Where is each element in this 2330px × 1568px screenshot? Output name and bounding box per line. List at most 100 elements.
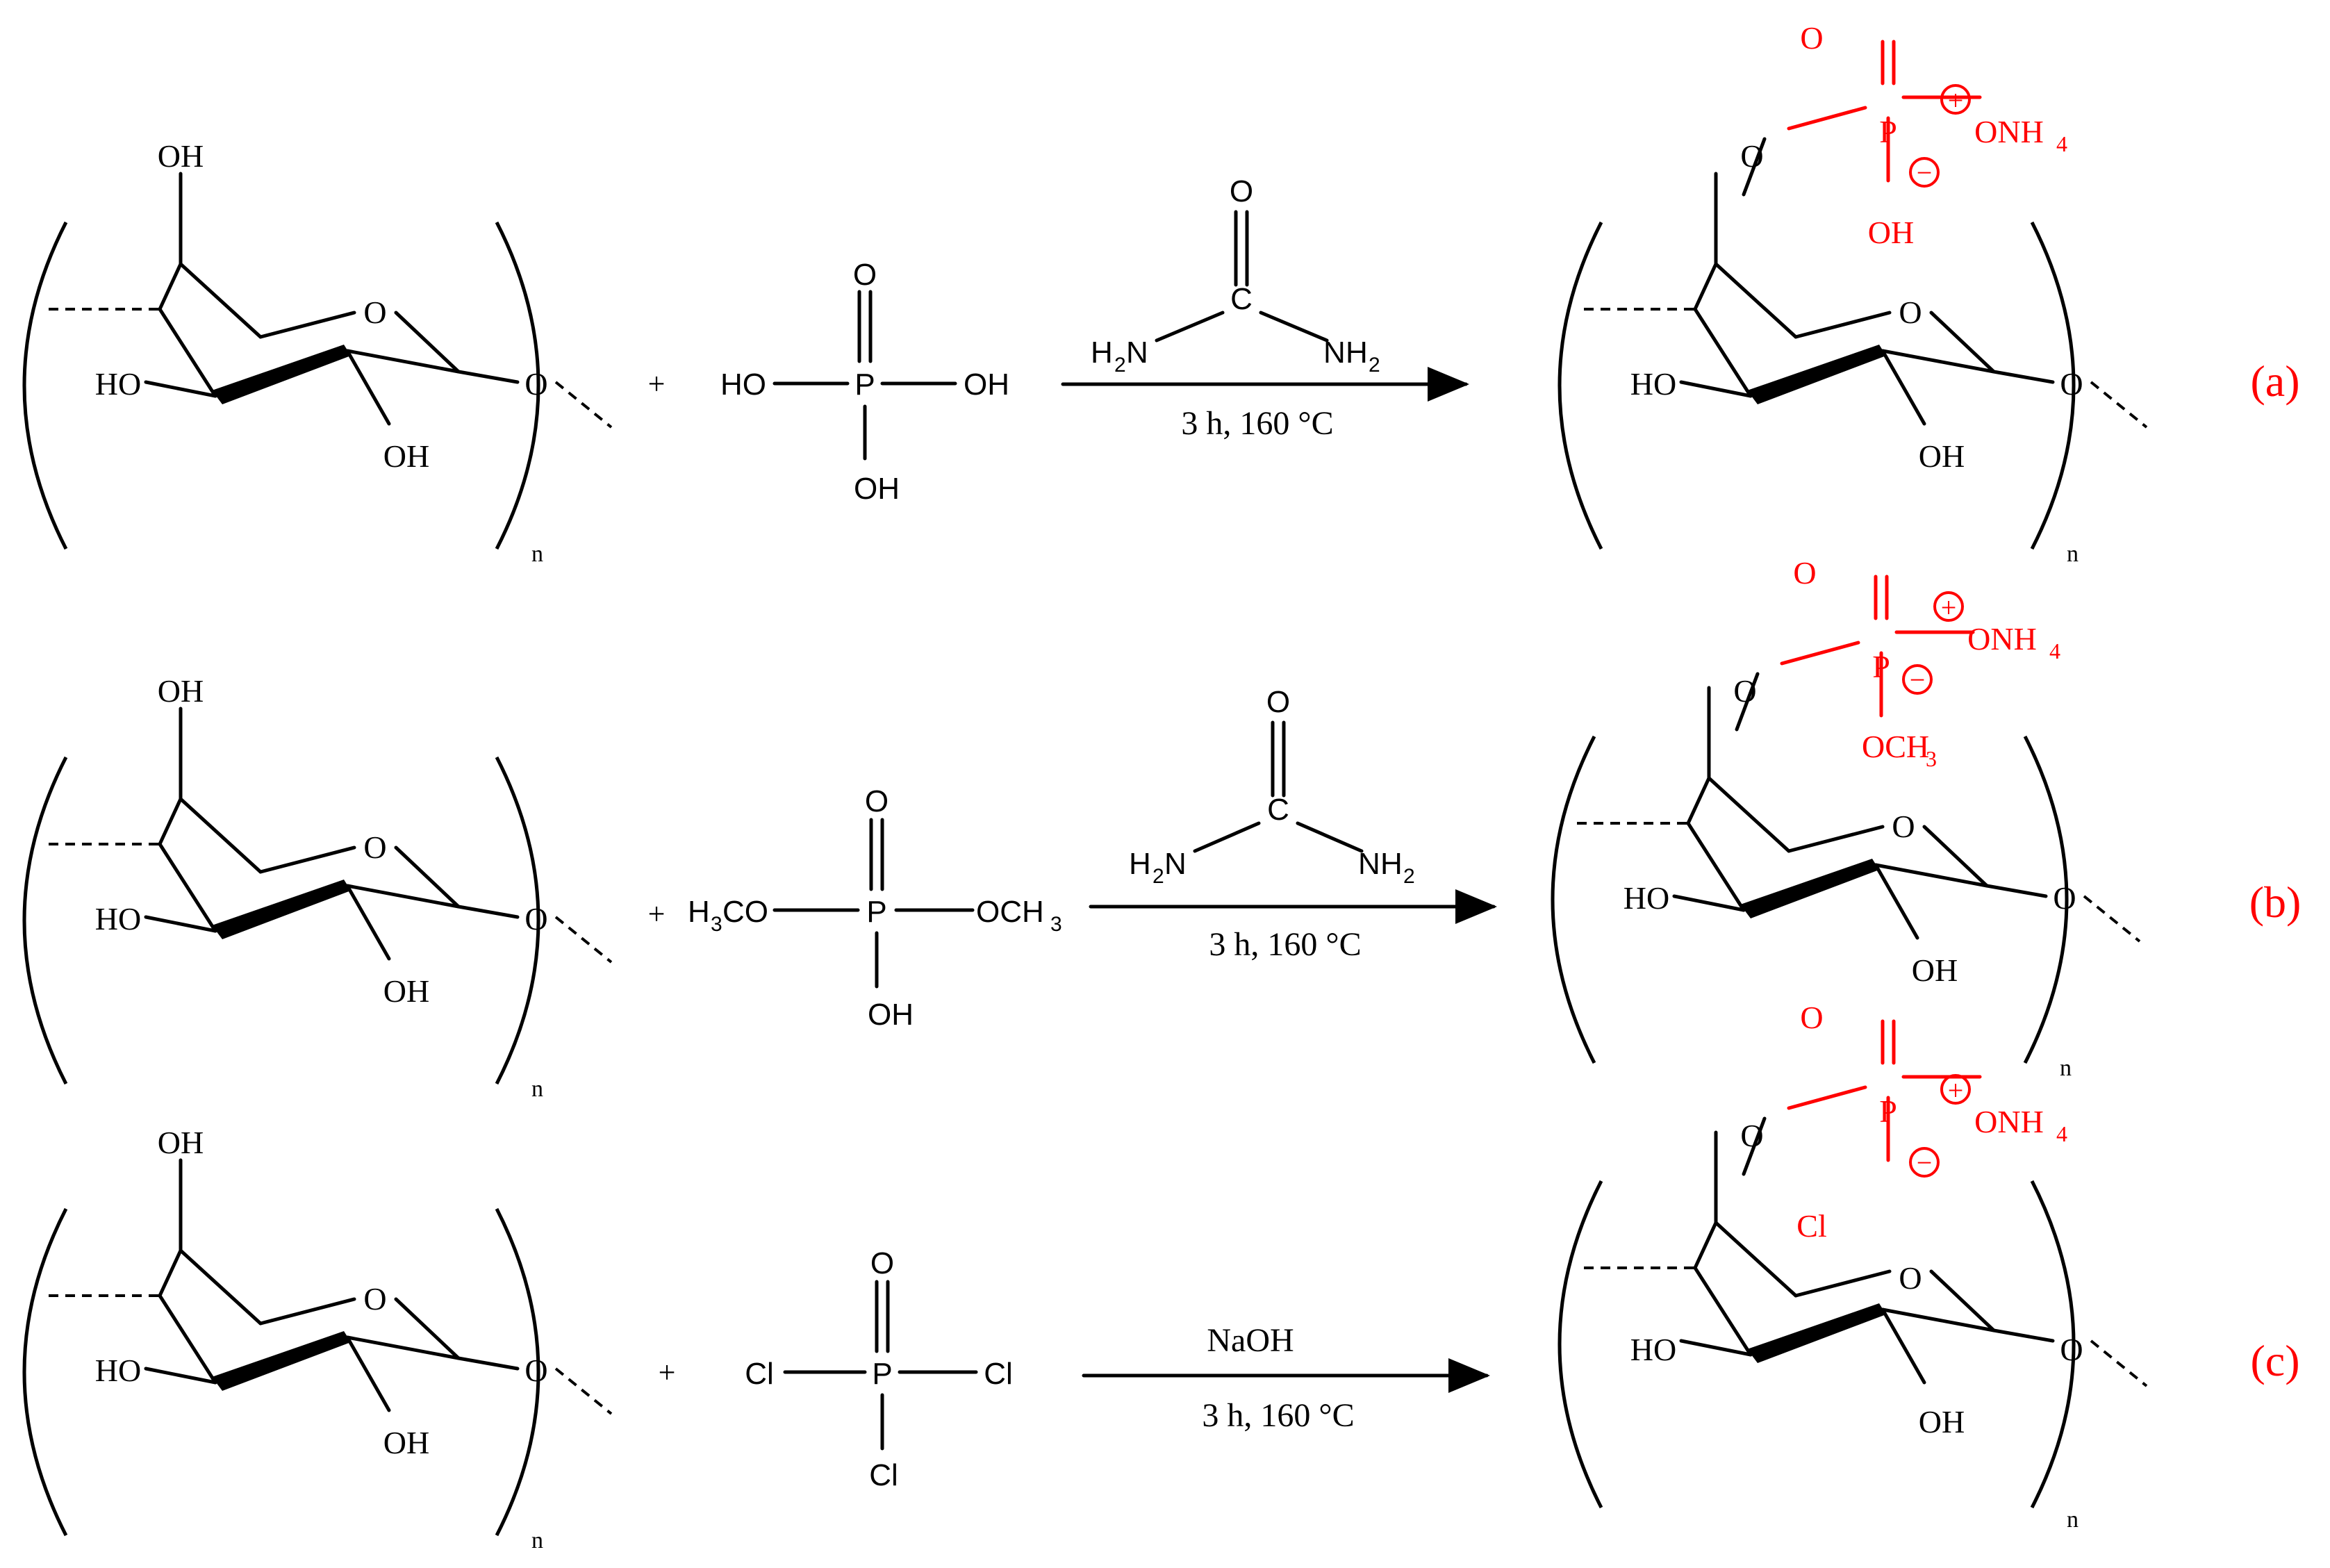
svg-text:H: H — [688, 895, 710, 929]
svg-text:N: N — [1164, 847, 1187, 881]
svg-text:O: O — [1740, 1118, 1763, 1153]
plus-sign: + — [659, 1355, 676, 1389]
cellulose-reactant-a — [24, 174, 611, 549]
reaction-c: OH O HO OH O n + Cl P Cl O Cl NaOH 3 h, … — [24, 1000, 2300, 1553]
svg-text:O: O — [1793, 555, 1816, 591]
svg-text:H: H — [1129, 847, 1151, 881]
plus-sign: + — [648, 367, 666, 401]
svg-text:H: H — [1346, 336, 1368, 370]
svg-text:2: 2 — [1403, 865, 1415, 888]
phosphoryl-chloride: Cl P Cl O Cl — [745, 1246, 1013, 1492]
svg-text:O: O — [865, 784, 889, 818]
svg-text:O: O — [524, 1353, 547, 1388]
svg-text:CO: CO — [722, 895, 768, 929]
svg-text:3: 3 — [1050, 913, 1062, 936]
svg-text:OH: OH — [854, 472, 900, 506]
svg-text:O: O — [1266, 685, 1290, 719]
svg-text:C: C — [1230, 282, 1253, 316]
svg-text:Cl: Cl — [984, 1357, 1013, 1391]
svg-text:Cl: Cl — [869, 1458, 898, 1492]
svg-text:2: 2 — [1152, 865, 1164, 888]
svg-text:OCH: OCH — [976, 895, 1044, 929]
svg-text:−: − — [1910, 664, 1926, 695]
svg-text:O: O — [1800, 20, 1823, 56]
svg-text:OH: OH — [1868, 215, 1914, 250]
svg-text:O: O — [870, 1246, 894, 1280]
svg-text:HO: HO — [95, 1353, 141, 1388]
svg-text:O: O — [1230, 174, 1253, 208]
phosphorylated-cellulose-b: O O P ONH 4 + − OCH 3 O HO OH O n — [1553, 555, 2140, 1081]
svg-text:2: 2 — [1114, 354, 1126, 377]
svg-text:n: n — [2067, 1507, 2079, 1533]
svg-text:n: n — [2067, 541, 2079, 567]
phosphorylated-cellulose-c: O O P ONH 4 + − Cl O HO OH O n — [1560, 1000, 2147, 1533]
svg-text:3: 3 — [1926, 746, 1937, 771]
svg-text:O: O — [853, 258, 877, 292]
condition-text: 3 h, 160 °C — [1181, 405, 1333, 442]
glycosidic-o-label: O — [524, 366, 547, 402]
svg-text:P: P — [866, 895, 886, 929]
label-b: (b) — [2249, 877, 2302, 927]
reaction-b: OH O HO OH O n + H 3 CO P OCH 3 O OH O C — [24, 555, 2301, 1102]
condition-text: 3 h, 160 °C — [1209, 926, 1361, 963]
svg-text:P: P — [1872, 649, 1890, 684]
svg-text:Cl: Cl — [1796, 1208, 1826, 1244]
svg-text:O: O — [2060, 366, 2083, 402]
svg-text:OCH: OCH — [1862, 729, 1929, 764]
svg-text:N: N — [1323, 336, 1346, 370]
svg-text:4: 4 — [2056, 1121, 2067, 1146]
svg-text:HO: HO — [1630, 1332, 1676, 1367]
svg-text:P: P — [872, 1357, 892, 1391]
svg-text:H: H — [1091, 336, 1113, 370]
svg-text:+: + — [1941, 592, 1957, 623]
phosphorylated-cellulose-a: O O P ONH 4 + − OH O HO OH O n — [1560, 20, 2147, 567]
svg-text:ONH: ONH — [1974, 1104, 2044, 1139]
svg-text:P: P — [854, 368, 875, 402]
svg-text:P: P — [1879, 114, 1897, 149]
svg-text:ONH: ONH — [1974, 114, 2044, 149]
urea-reagent: O C H 2 N N H 2 — [1129, 685, 1415, 888]
svg-text:O: O — [1899, 1260, 1922, 1296]
svg-text:HO: HO — [720, 368, 766, 402]
svg-text:HO: HO — [1630, 366, 1676, 402]
cellulose-reactant-c — [24, 1160, 611, 1535]
label-a: (a) — [2250, 356, 2299, 406]
svg-text:+: + — [1948, 85, 1964, 116]
urea-reagent: O C H 2 N N H 2 — [1091, 174, 1380, 377]
repeat-n: n — [531, 541, 543, 567]
cellulose-reactant-b — [24, 709, 611, 1084]
svg-text:HO: HO — [95, 901, 141, 936]
svg-text:2: 2 — [1369, 354, 1380, 377]
svg-text:OH: OH — [964, 368, 1009, 402]
condition-text: 3 h, 160 °C — [1202, 1397, 1354, 1434]
ho-label: HO — [95, 366, 141, 402]
svg-text:OH: OH — [383, 1425, 429, 1460]
svg-text:O: O — [363, 830, 386, 865]
svg-text:OH: OH — [868, 998, 914, 1032]
svg-text:OH: OH — [1919, 438, 1965, 474]
svg-text:n: n — [2060, 1055, 2072, 1081]
svg-text:H: H — [1380, 847, 1403, 881]
svg-text:OH: OH — [158, 1125, 204, 1160]
svg-text:O: O — [363, 1281, 386, 1317]
svg-text:O: O — [2060, 1332, 2083, 1367]
svg-text:3: 3 — [711, 913, 722, 936]
plus-sign: + — [648, 897, 666, 931]
svg-text:ONH: ONH — [1967, 621, 2037, 657]
svg-text:OH: OH — [1912, 952, 1958, 988]
svg-text:n: n — [531, 1076, 543, 1102]
methyl-phosphate: H 3 CO P OCH 3 O OH — [688, 784, 1062, 1032]
svg-text:4: 4 — [2056, 131, 2067, 156]
svg-text:OH: OH — [158, 673, 204, 709]
oh-label: OH — [158, 138, 204, 174]
oh-label: OH — [383, 438, 429, 474]
svg-text:O: O — [1800, 1000, 1823, 1035]
svg-text:O: O — [1733, 673, 1756, 709]
svg-text:O: O — [524, 901, 547, 936]
label-c: (c) — [2250, 1336, 2299, 1385]
svg-text:Cl: Cl — [745, 1357, 774, 1391]
svg-text:O: O — [2053, 880, 2076, 916]
svg-text:O: O — [1740, 138, 1763, 174]
svg-text:4: 4 — [2049, 638, 2060, 663]
